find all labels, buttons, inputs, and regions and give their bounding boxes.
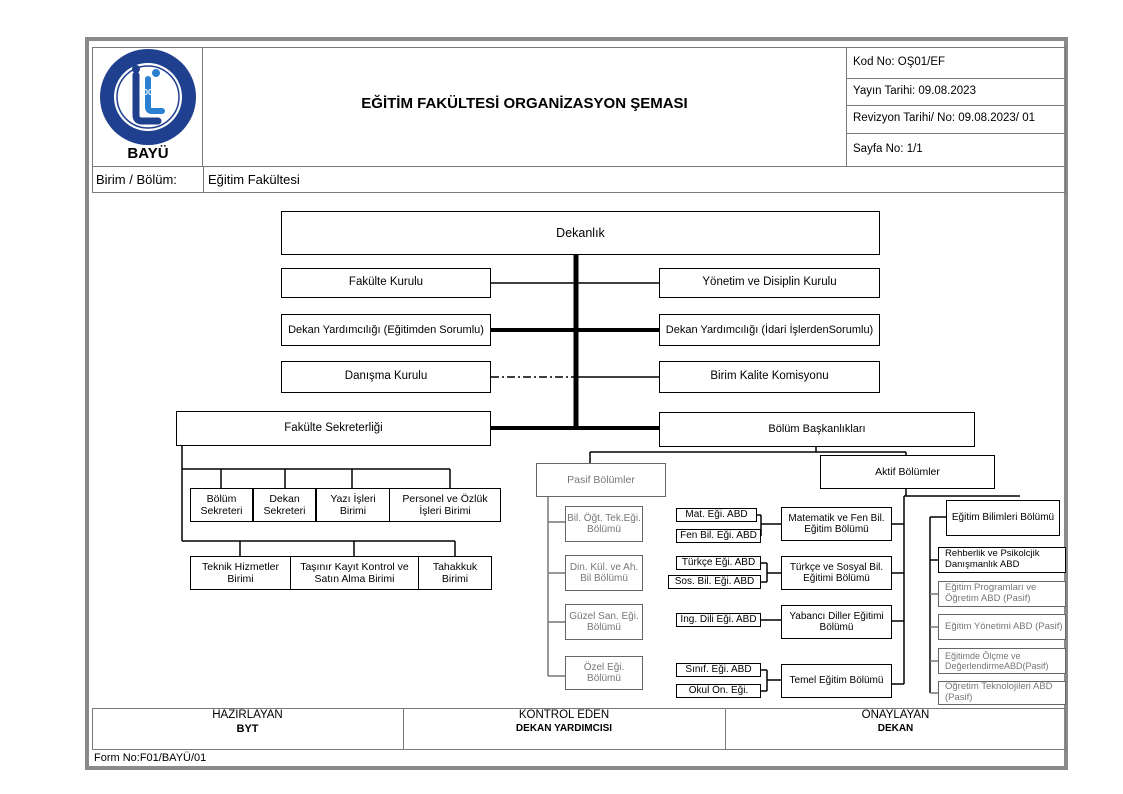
org-abd: Türkçe Eği. ABD	[676, 556, 761, 570]
org-abd: Okul Ön. Eği.	[676, 684, 761, 698]
logo-caption: BAYÜ	[127, 145, 169, 162]
org-hizmet-birimi: Taşınır Kayıt Kontrol ve Satın Alma Biri…	[290, 556, 419, 590]
form-no: Form No:F01/BAYÜ/01	[94, 752, 207, 764]
meta-yayin-tarihi: Yayın Tarihi: 09.08.2023	[853, 85, 976, 97]
org-aktif-bolum: Türkçe ve Sosyal Bil. Eğitimi Bölümü	[781, 556, 892, 590]
org-pasif-bolumler: Pasif Bölümler	[536, 463, 666, 497]
org-pasif-bolum: Bil. Öğt. Tek.Eği. Bölümü	[565, 506, 643, 542]
meta-revizyon: Revizyon Tarihi/ No: 09.08.2023/ 01	[853, 112, 1035, 124]
org-eb-abd: Eğitimde Ölçme ve DeğerlendirmeABD(Pasif…	[938, 648, 1066, 674]
org-abd: Sos. Bil. Eği. ABD	[668, 575, 761, 589]
org-eb-abd: Eğitim Yönetimi ABD (Pasif)	[938, 614, 1066, 640]
org-fakulte-sekreterligi: Fakülte Sekreterliği	[176, 411, 491, 446]
org-danisma-kurulu: Danışma Kurulu	[281, 361, 491, 393]
org-bolum-baskanliklari: Bölüm Başkanlıkları	[659, 412, 975, 447]
org-sekreterlik-birim: Dekan Sekreteri	[253, 488, 316, 522]
org-sekreterlik-birim: Yazı İşleri Birimi	[316, 488, 390, 522]
org-sekreterlik-birim: Bölüm Sekreteri	[190, 488, 253, 522]
page-title: EĞİTİM FAKÜLTESİ ORGANİZASYON ŞEMASI	[361, 95, 688, 112]
page-frame	[85, 37, 1068, 770]
org-egitim-bilimleri: Eğitim Bilimleri Bölümü	[946, 500, 1060, 536]
org-aktif-bolumler: Aktif Bölümler	[820, 455, 995, 489]
org-abd: Mat. Eği. ABD	[676, 508, 757, 522]
org-kalite-komisyonu: Birim Kalite Komisyonu	[659, 361, 880, 393]
org-dekan-yrd-idari: Dekan Yardımcılığı (İdari İşlerdenSoruml…	[659, 314, 880, 346]
org-abd: Fen Bil. Eği. ABD	[676, 529, 761, 543]
org-dekanlik: Dekanlık	[281, 211, 880, 255]
logo-seal-icon	[100, 49, 196, 145]
org-pasif-bolum: Din. Kül. ve Ah. Bil Bölümü	[565, 555, 643, 591]
org-yonetim-kurulu: Yönetim ve Disiplin Kurulu	[659, 268, 880, 298]
university-logo	[96, 45, 200, 149]
org-eb-abd: Eğitim Programları ve Öğretim ABD (Pasif…	[938, 581, 1066, 607]
logo-cell	[92, 47, 203, 166]
kontrol-value: DEKAN YARDIMCISI	[515, 723, 613, 734]
org-eb-abd: Rehberlik ve Psikolcjik Danışmanlık ABD	[938, 547, 1066, 573]
org-fakulte-kurulu: Fakülte Kurulu	[281, 268, 491, 298]
kontrol-label: KONTROL EDEN	[518, 709, 610, 721]
meta-kod-no: Kod No: OŞ01/EF	[853, 56, 946, 68]
org-hizmet-birimi: Teknik Hizmetler Birimi	[190, 556, 291, 590]
org-abd: İng. Dili Eği. ABD	[676, 613, 761, 627]
org-aktif-bolum: Matematik ve Fen Bil. Eğitim Bölümü	[781, 507, 892, 541]
header-table	[92, 47, 1066, 193]
signature-table	[92, 708, 1066, 750]
unit-value: Eğitim Fakültesi	[208, 172, 300, 187]
org-aktif-bolum: Yabancı Diller Eğitimi Bölümü	[781, 605, 892, 639]
meta-cell	[846, 47, 1066, 166]
org-abd: Sınıf. Eği. ABD	[676, 663, 761, 677]
hazirlayan-label: HAZIRLAYAN	[212, 709, 283, 721]
onaylayan-value: DEKAN	[877, 723, 914, 734]
org-pasif-bolum: Özel Eği. Bölümü	[565, 656, 643, 690]
meta-sayfa: Sayfa No: 1/1	[853, 143, 923, 155]
onaylayan-label: ONAYLAYAN	[861, 709, 930, 721]
org-eb-abd: Öğretim Teknolojileri ABD (Pasif)	[938, 681, 1066, 705]
org-hizmet-birimi: Tahakkuk Birimi	[418, 556, 492, 590]
unit-label: Birim / Bölüm:	[96, 172, 177, 187]
hazirlayan-value: BYT	[236, 723, 259, 735]
org-sekreterlik-birim: Personel ve Özlük İşleri Birimi	[389, 488, 501, 522]
org-dekan-yrd-egitim: Dekan Yardımcılığı (Eğitimden Sorumlu)	[281, 314, 491, 346]
org-aktif-bolum: Temel Eğitim Bölümü	[781, 664, 892, 698]
org-pasif-bolum: Güzel San. Eği. Bölümü	[565, 604, 643, 640]
logo-year: 2008	[139, 88, 157, 97]
